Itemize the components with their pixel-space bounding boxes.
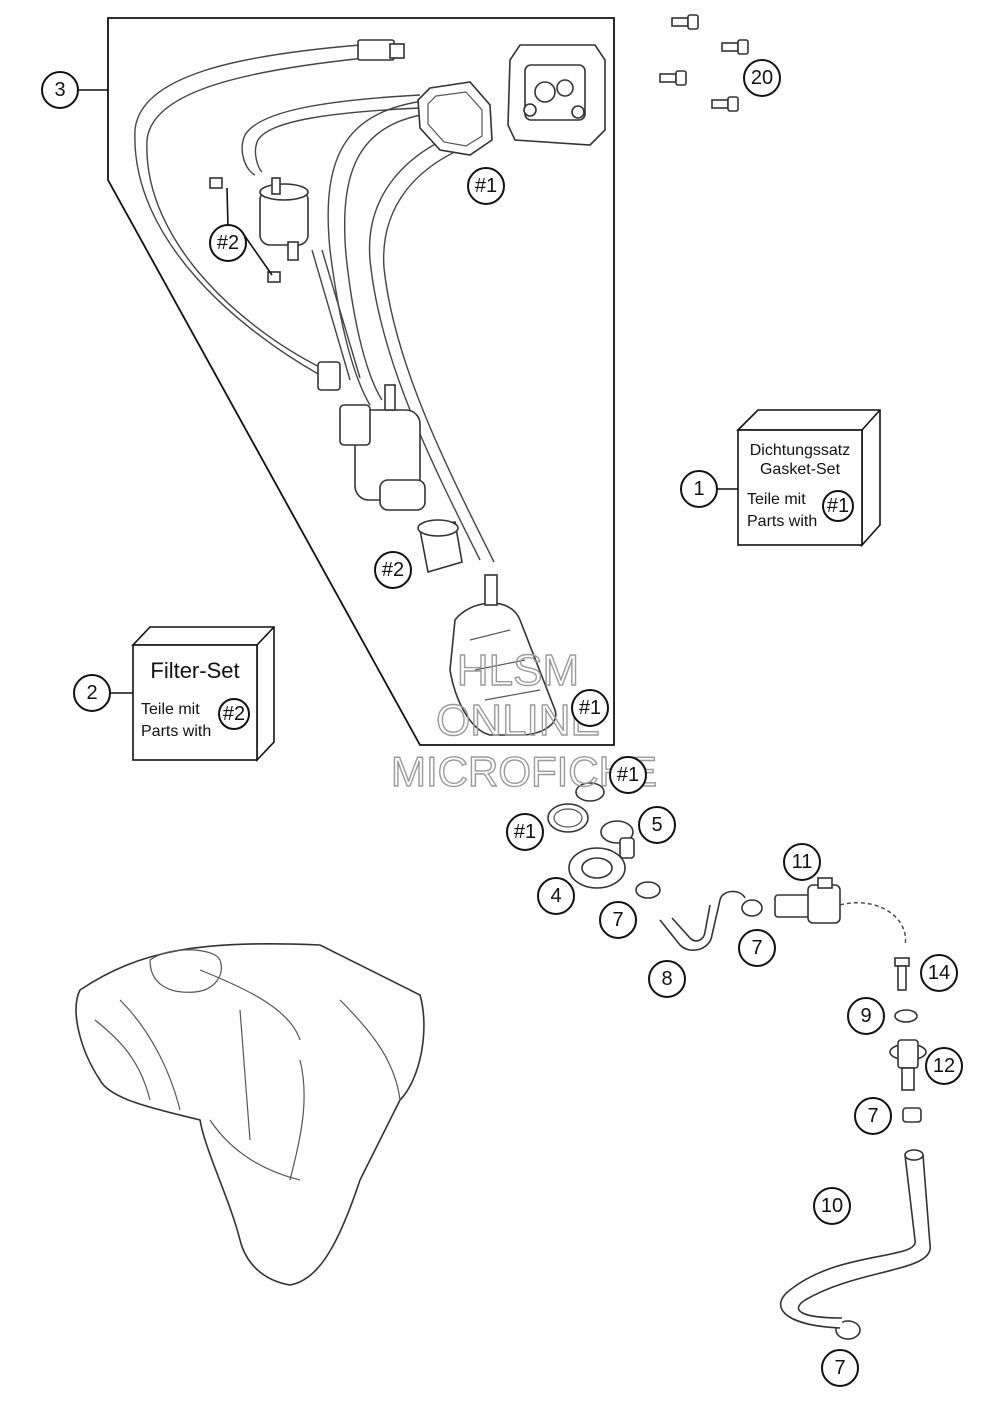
svg-text:5: 5 bbox=[651, 814, 662, 836]
fuel-tank bbox=[75, 943, 425, 1286]
pump-flange-gasket bbox=[417, 81, 493, 156]
quick-connector-11 bbox=[774, 877, 907, 946]
elbow-hose-8 bbox=[659, 890, 746, 951]
seal-rings bbox=[547, 782, 605, 833]
svg-text:10: 10 bbox=[821, 1195, 843, 1217]
filter-box-title: Filter-Set bbox=[150, 658, 239, 683]
fitting-5 bbox=[600, 820, 635, 859]
gasket-box-line3: Teile mit bbox=[747, 491, 806, 508]
svg-text:7: 7 bbox=[612, 909, 623, 931]
callout-hash2-b: #2 bbox=[374, 551, 412, 589]
svg-text:20: 20 bbox=[751, 67, 773, 89]
watermark: HLSM ONLINE MICROFICHE bbox=[390, 645, 657, 795]
filter-box-line1: Teile mit bbox=[141, 701, 200, 718]
callout-7-c: 7 bbox=[854, 1097, 892, 1135]
valve-12 bbox=[889, 1039, 927, 1091]
fuel-pump-hoses bbox=[134, 44, 495, 563]
svg-text:9: 9 bbox=[860, 1005, 871, 1027]
callout-hash1-a: #1 bbox=[467, 167, 505, 205]
clamp-mid bbox=[741, 899, 763, 917]
callout-hash1-d: #1 bbox=[506, 813, 544, 851]
callout-2: 2 bbox=[73, 674, 111, 712]
pin-14 bbox=[894, 957, 910, 991]
clamp-bottom bbox=[835, 1320, 861, 1340]
wire-connector bbox=[357, 39, 405, 61]
svg-text:2: 2 bbox=[86, 682, 97, 704]
callout-12: 12 bbox=[925, 1047, 963, 1085]
svg-text:11: 11 bbox=[792, 851, 813, 873]
gasket-box-line2: Gasket-Set bbox=[760, 461, 841, 478]
filter-set-box: Filter-Set Teile mit Parts with #2 bbox=[131, 626, 275, 763]
svg-text:#2: #2 bbox=[223, 703, 245, 725]
callout-hash1-c: #1 bbox=[609, 756, 647, 794]
callout-1: 1 bbox=[680, 470, 718, 508]
svg-text:8: 8 bbox=[661, 968, 672, 990]
pump-flange bbox=[507, 44, 606, 146]
svg-text:12: 12 bbox=[933, 1055, 955, 1077]
clamp-lower bbox=[902, 1107, 922, 1123]
filter-box-ref: #2 bbox=[218, 698, 250, 730]
filter-box-line2: Parts with bbox=[141, 723, 211, 740]
svg-text:4: 4 bbox=[550, 885, 561, 907]
svg-text:#2: #2 bbox=[382, 559, 404, 581]
svg-text:#1: #1 bbox=[475, 175, 497, 197]
strainer bbox=[449, 574, 557, 736]
svg-text:7: 7 bbox=[751, 937, 762, 959]
vent-hose-10 bbox=[779, 1149, 931, 1329]
callout-7-b: 7 bbox=[738, 929, 776, 967]
callout-20: 20 bbox=[743, 59, 781, 97]
o-ring-9 bbox=[894, 1009, 918, 1023]
svg-text:#1: #1 bbox=[617, 764, 639, 786]
callout-7-d: 7 bbox=[821, 1349, 859, 1387]
svg-text:7: 7 bbox=[867, 1105, 878, 1127]
svg-text:7: 7 bbox=[834, 1357, 845, 1379]
fuel-pump bbox=[317, 361, 426, 511]
fuel-filter bbox=[209, 177, 309, 283]
filter-collar bbox=[417, 519, 463, 574]
svg-text:#1: #1 bbox=[514, 821, 536, 843]
grommet-4 bbox=[568, 847, 626, 889]
gasket-set-box: Dichtungssatz Gasket-Set Teile mit Parts… bbox=[736, 409, 881, 548]
callout-7-a: 7 bbox=[599, 901, 637, 939]
gasket-box-ref: #1 bbox=[822, 490, 854, 522]
svg-text:3: 3 bbox=[54, 79, 65, 101]
gasket-box-line4: Parts with bbox=[747, 513, 817, 530]
svg-text:#2: #2 bbox=[217, 232, 239, 254]
callout-4: 4 bbox=[537, 877, 575, 915]
callout-hash2-a: #2 bbox=[209, 224, 247, 262]
svg-text:14: 14 bbox=[928, 962, 950, 984]
callout-hash1-b: #1 bbox=[571, 689, 609, 727]
callout-9: 9 bbox=[847, 997, 885, 1035]
svg-text:#1: #1 bbox=[827, 495, 849, 517]
callout-8: 8 bbox=[648, 960, 686, 998]
watermark-line1: HLSM bbox=[457, 646, 579, 695]
callout-11: 11 bbox=[783, 843, 821, 881]
callout-3: 3 bbox=[41, 71, 79, 109]
callout-10: 10 bbox=[813, 1187, 851, 1225]
svg-text:1: 1 bbox=[693, 478, 704, 500]
clamp-upper bbox=[635, 881, 661, 899]
svg-text:#1: #1 bbox=[579, 697, 601, 719]
callout-14: 14 bbox=[920, 954, 958, 992]
assembly-3-outline bbox=[107, 17, 615, 746]
flange-bolts bbox=[659, 14, 749, 112]
callout-5: 5 bbox=[638, 806, 676, 844]
gasket-box-line1: Dichtungssatz bbox=[750, 442, 851, 459]
